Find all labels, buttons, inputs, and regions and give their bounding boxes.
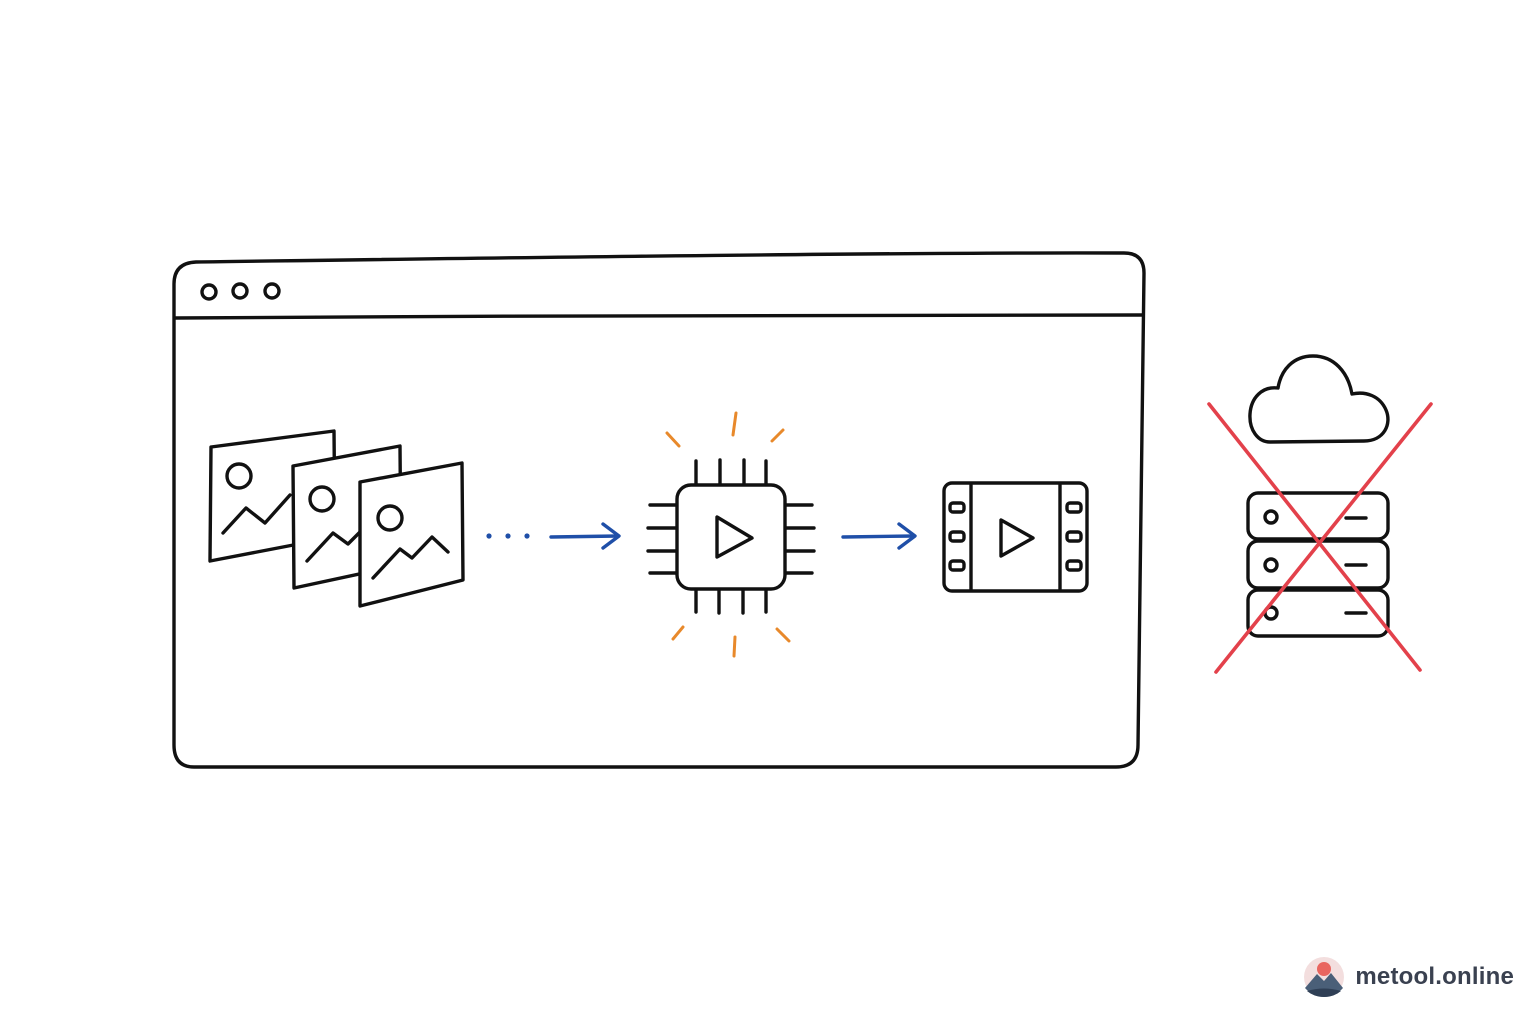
image-stack-icon — [208, 429, 465, 608]
mountain-logo-icon — [1304, 957, 1345, 997]
window-dot-icon — [263, 282, 281, 300]
image-icon — [358, 461, 465, 608]
play-icon — [999, 518, 1035, 558]
browser-window-icon — [172, 251, 1146, 769]
play-icon — [715, 515, 754, 559]
spark-lines — [665, 411, 791, 658]
browser-title-bar-divider — [173, 313, 1144, 320]
window-dot-icon — [200, 283, 218, 301]
watermark-text: metool.online — [1355, 963, 1514, 990]
watermark: metool.online — [1303, 956, 1514, 998]
browser-window-frame — [172, 251, 1146, 769]
server-stack-icon — [1246, 491, 1390, 638]
arrow-chip-to-video — [841, 522, 917, 550]
window-dot-icon — [231, 282, 249, 300]
cross-out-icon — [1207, 402, 1433, 674]
cloud-icon — [1248, 354, 1390, 444]
arrow-images-to-chip — [486, 522, 621, 550]
chip-play-icon — [646, 411, 816, 658]
film-strip-play-icon — [942, 481, 1089, 593]
